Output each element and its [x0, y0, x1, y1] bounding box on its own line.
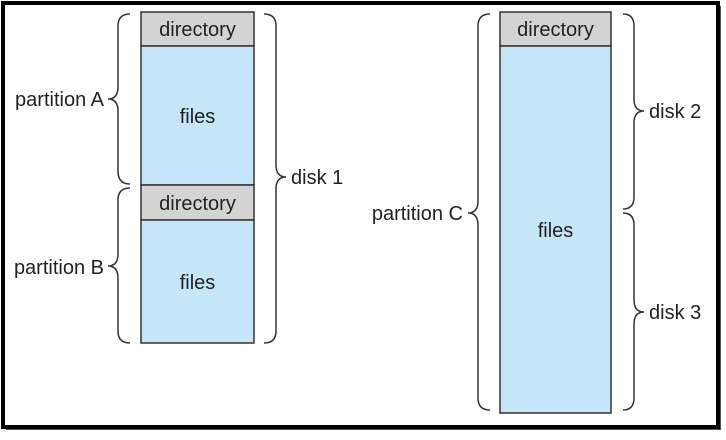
- partition-a-directory-label: directory: [159, 19, 236, 41]
- disk-1-brace: [263, 13, 287, 344]
- disk-3-brace: [622, 212, 645, 411]
- partition-b-brace: [107, 187, 131, 344]
- partition-c-files-label: files: [538, 220, 574, 242]
- partition-a-label: partition A: [15, 89, 105, 111]
- partition-a-directory-block: [140, 11, 255, 47]
- partition-b-files-block: [140, 219, 255, 344]
- disk-2-label: disk 2: [649, 101, 701, 123]
- partition-c-directory-label: directory: [517, 19, 594, 41]
- partition-c-brace: [467, 13, 491, 411]
- partition-c-files-block: [499, 45, 612, 414]
- partition-a-files-block: [140, 45, 255, 186]
- partition-b-directory-label: directory: [159, 193, 236, 215]
- partition-c-directory-block: [499, 11, 612, 47]
- partition-a-brace: [107, 13, 131, 185]
- disk-2-brace: [622, 13, 645, 210]
- partition-b-label: partition B: [14, 257, 104, 279]
- partition-b-files-label: files: [180, 272, 216, 294]
- partition-a-files-label: files: [180, 106, 216, 128]
- disk-1-label: disk 1: [291, 167, 343, 189]
- disk-3-label: disk 3: [649, 302, 701, 324]
- partition-c-label: partition C: [372, 203, 463, 225]
